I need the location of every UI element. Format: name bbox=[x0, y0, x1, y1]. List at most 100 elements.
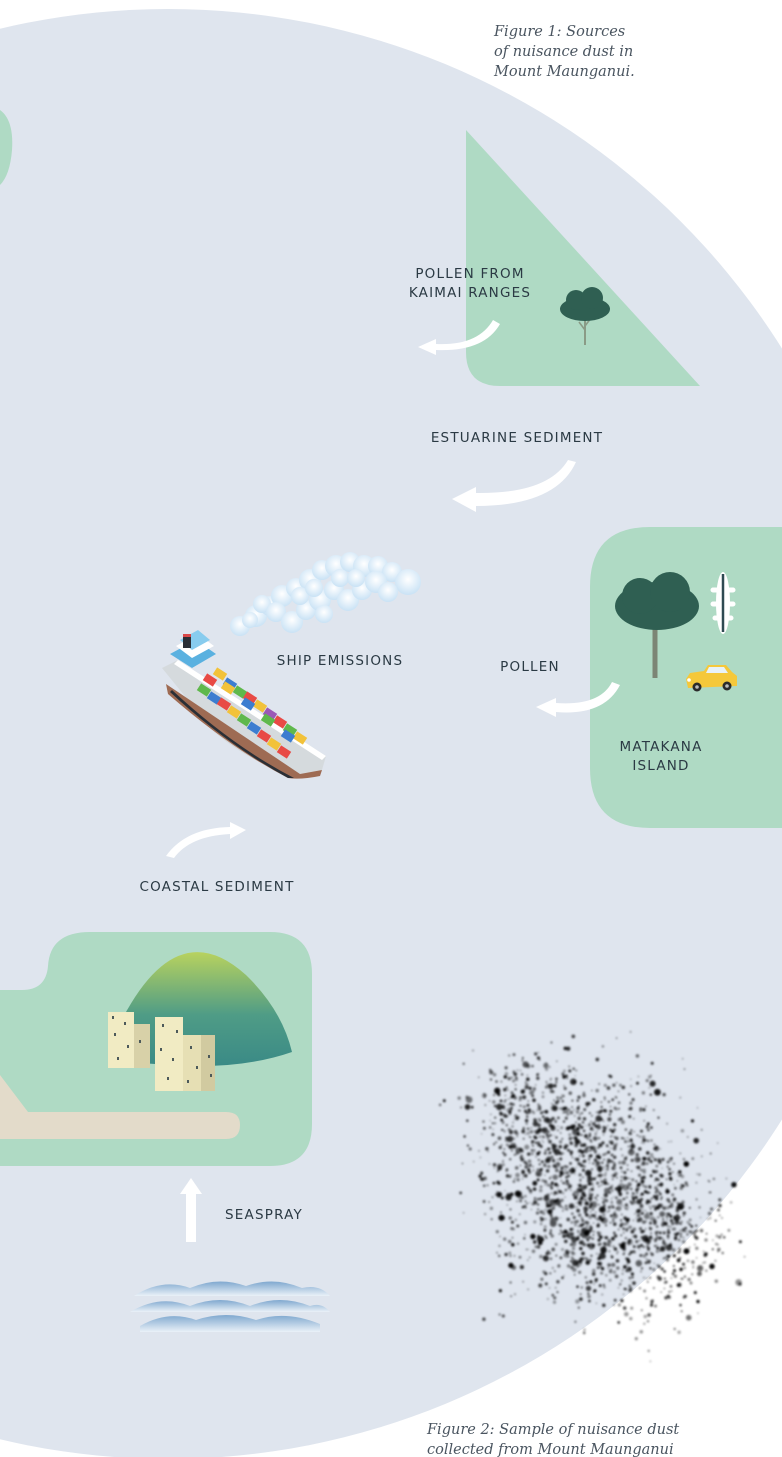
dust-particle bbox=[615, 1081, 618, 1084]
dust-particle bbox=[636, 1186, 640, 1191]
dust-particle bbox=[699, 1216, 702, 1219]
dust-particle bbox=[565, 1165, 569, 1169]
dust-particle bbox=[582, 1093, 586, 1098]
dust-particle bbox=[630, 1078, 632, 1080]
dust-particle bbox=[636, 1134, 639, 1137]
dust-particle bbox=[655, 1170, 658, 1174]
dust-particle bbox=[585, 1184, 588, 1186]
dust-particle bbox=[502, 1151, 505, 1154]
dust-particle bbox=[632, 1281, 636, 1285]
dust-particle bbox=[509, 1175, 512, 1178]
dust-particle bbox=[578, 1184, 582, 1188]
dust-particle bbox=[693, 1137, 699, 1144]
dust-particle bbox=[655, 1145, 658, 1149]
dust-particle bbox=[587, 1292, 590, 1295]
dust-particle bbox=[527, 1248, 530, 1251]
dust-particle bbox=[681, 1277, 684, 1280]
dust-particle bbox=[665, 1188, 669, 1191]
dust-particle bbox=[580, 1200, 584, 1204]
dust-particle bbox=[683, 1161, 690, 1167]
dust-particle bbox=[667, 1236, 670, 1240]
dust-particle bbox=[536, 1072, 540, 1076]
dust-particle bbox=[633, 1234, 637, 1238]
dust-particle bbox=[532, 1121, 539, 1127]
car-icon bbox=[686, 665, 737, 692]
dust-particle bbox=[527, 1100, 529, 1102]
dust-particle bbox=[662, 1157, 665, 1161]
dust-particle bbox=[588, 1149, 592, 1152]
dust-particle bbox=[598, 1143, 603, 1148]
dust-particle bbox=[579, 1188, 583, 1193]
dust-particle bbox=[520, 1073, 524, 1076]
dust-sample-image bbox=[438, 1031, 746, 1363]
dust-particle bbox=[574, 1157, 578, 1161]
dust-particle bbox=[551, 1266, 554, 1270]
dust-particle bbox=[524, 1133, 527, 1136]
dust-particle bbox=[569, 1171, 573, 1175]
dust-particle bbox=[708, 1180, 711, 1183]
dust-particle bbox=[527, 1288, 530, 1291]
dust-particle bbox=[571, 1106, 573, 1108]
dust-particle bbox=[623, 1265, 627, 1269]
dust-particle bbox=[601, 1197, 603, 1199]
dust-particle bbox=[533, 1220, 537, 1224]
dust-particle bbox=[628, 1286, 633, 1291]
dust-particle bbox=[695, 1224, 698, 1227]
dust-particle bbox=[590, 1198, 593, 1201]
dust-particle bbox=[661, 1167, 663, 1169]
dust-particle bbox=[603, 1098, 607, 1101]
dust-particle bbox=[507, 1076, 511, 1081]
dust-particle bbox=[513, 1096, 517, 1100]
dust-particle bbox=[545, 1081, 548, 1083]
dust-particle bbox=[602, 1198, 607, 1202]
dust-particle bbox=[532, 1187, 537, 1191]
dust-particle bbox=[694, 1243, 696, 1246]
dust-particle bbox=[579, 1247, 583, 1251]
dust-particle bbox=[669, 1219, 673, 1222]
dust-particle bbox=[602, 1201, 605, 1204]
dust-particle bbox=[650, 1139, 653, 1142]
dust-particle bbox=[615, 1259, 620, 1263]
dust-particle bbox=[551, 1155, 554, 1158]
dust-particle bbox=[607, 1263, 611, 1267]
dust-particle bbox=[500, 1099, 503, 1102]
dust-particle bbox=[526, 1063, 531, 1069]
dust-particle bbox=[577, 1198, 580, 1201]
dust-particle bbox=[639, 1107, 643, 1111]
dust-particle bbox=[582, 1168, 585, 1172]
dust-particle bbox=[528, 1188, 532, 1192]
dust-particle bbox=[641, 1141, 643, 1144]
dust-particle bbox=[581, 1234, 586, 1239]
dust-particle bbox=[584, 1220, 588, 1224]
dust-particle bbox=[546, 1298, 549, 1300]
dust-particle bbox=[641, 1135, 646, 1139]
dust-particle bbox=[552, 1105, 558, 1112]
dust-particle bbox=[533, 1140, 535, 1143]
dust-particle bbox=[632, 1219, 635, 1222]
dust-particle bbox=[600, 1184, 603, 1186]
dust-particle bbox=[676, 1258, 681, 1262]
dust-particle bbox=[521, 1057, 524, 1059]
dust-particle bbox=[625, 1196, 628, 1199]
dust-particle bbox=[492, 1093, 496, 1097]
dust-particle bbox=[573, 1252, 576, 1255]
dust-particle bbox=[696, 1265, 704, 1272]
dust-particle bbox=[541, 1139, 543, 1141]
dust-particle bbox=[626, 1168, 629, 1171]
dust-particle bbox=[539, 1254, 543, 1259]
dust-particle bbox=[663, 1277, 666, 1280]
dust-particle bbox=[600, 1180, 603, 1183]
dust-particle bbox=[531, 1144, 535, 1147]
dust-particle bbox=[504, 1196, 506, 1198]
dust-particle bbox=[544, 1085, 548, 1089]
dust-particle bbox=[631, 1194, 634, 1197]
dust-particle bbox=[541, 1179, 545, 1182]
dust-particle bbox=[623, 1216, 627, 1220]
dust-particle bbox=[515, 1132, 519, 1136]
dust-particle bbox=[527, 1168, 531, 1172]
dust-particle bbox=[666, 1122, 668, 1125]
dust-particle bbox=[635, 1260, 643, 1267]
dust-particle bbox=[510, 1097, 512, 1099]
dust-particle bbox=[688, 1246, 691, 1249]
dust-particle bbox=[714, 1219, 717, 1222]
